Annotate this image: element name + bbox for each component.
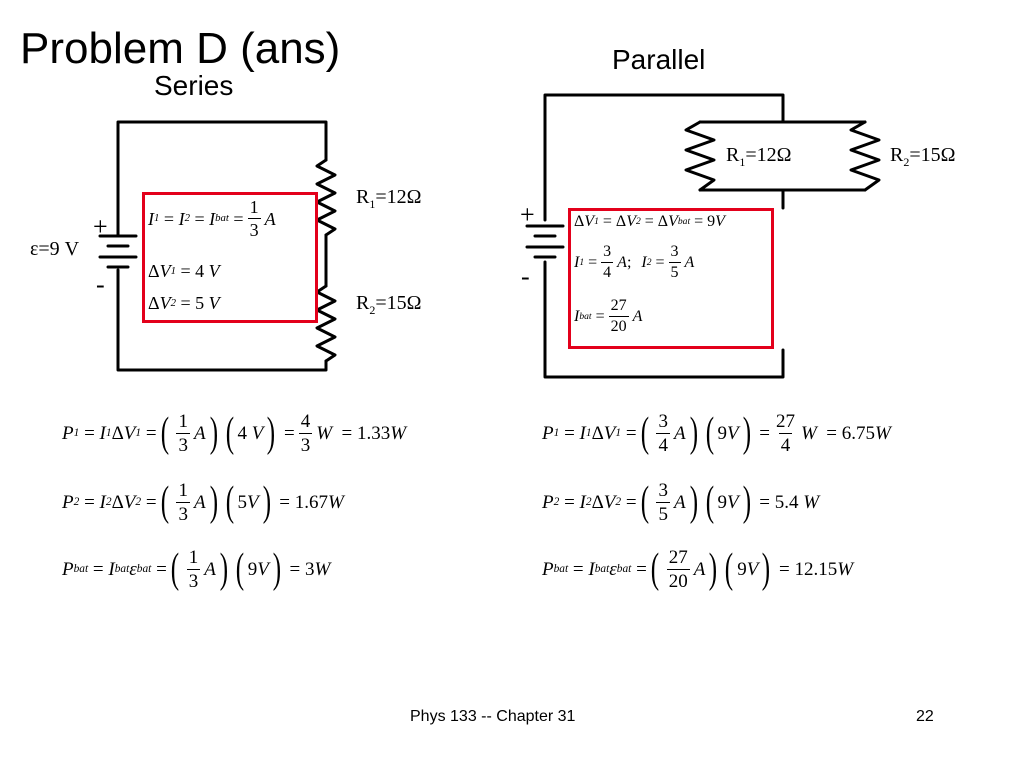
series-wire bbox=[116, 120, 328, 218]
series-minus-sign: - bbox=[96, 270, 105, 299]
series-resistor-r1 bbox=[315, 158, 337, 237]
series-heading: Series bbox=[154, 70, 234, 101]
series-circuit bbox=[98, 120, 337, 372]
series-plus-sign: + bbox=[93, 212, 108, 241]
parallel-resistor-r2 bbox=[849, 120, 881, 192]
series-r2-label: R2=15Ω bbox=[356, 292, 422, 317]
parallel-circuit bbox=[525, 93, 881, 379]
parallel-resistor-r1 bbox=[684, 120, 716, 192]
series-r1-label: R1=12Ω bbox=[356, 186, 422, 211]
parallel-minus-sign: - bbox=[521, 262, 530, 291]
parallel-heading: Parallel bbox=[612, 44, 706, 75]
parallel-answer-box bbox=[568, 208, 774, 349]
parallel-plus-sign: + bbox=[520, 200, 535, 229]
footer-course: Phys 133 -- Chapter 31 bbox=[410, 708, 576, 725]
series-answer-box bbox=[142, 192, 318, 323]
emf-label: ε=9 V bbox=[30, 238, 80, 260]
page-number: 22 bbox=[916, 708, 934, 725]
parallel-r2-label: R2=15Ω bbox=[890, 144, 956, 169]
series-resistor-r2 bbox=[315, 284, 337, 363]
parallel-r1-label: R1=12Ω bbox=[726, 144, 792, 169]
parallel-wire bbox=[543, 93, 785, 222]
page-title: Problem D (ans) bbox=[20, 24, 341, 73]
